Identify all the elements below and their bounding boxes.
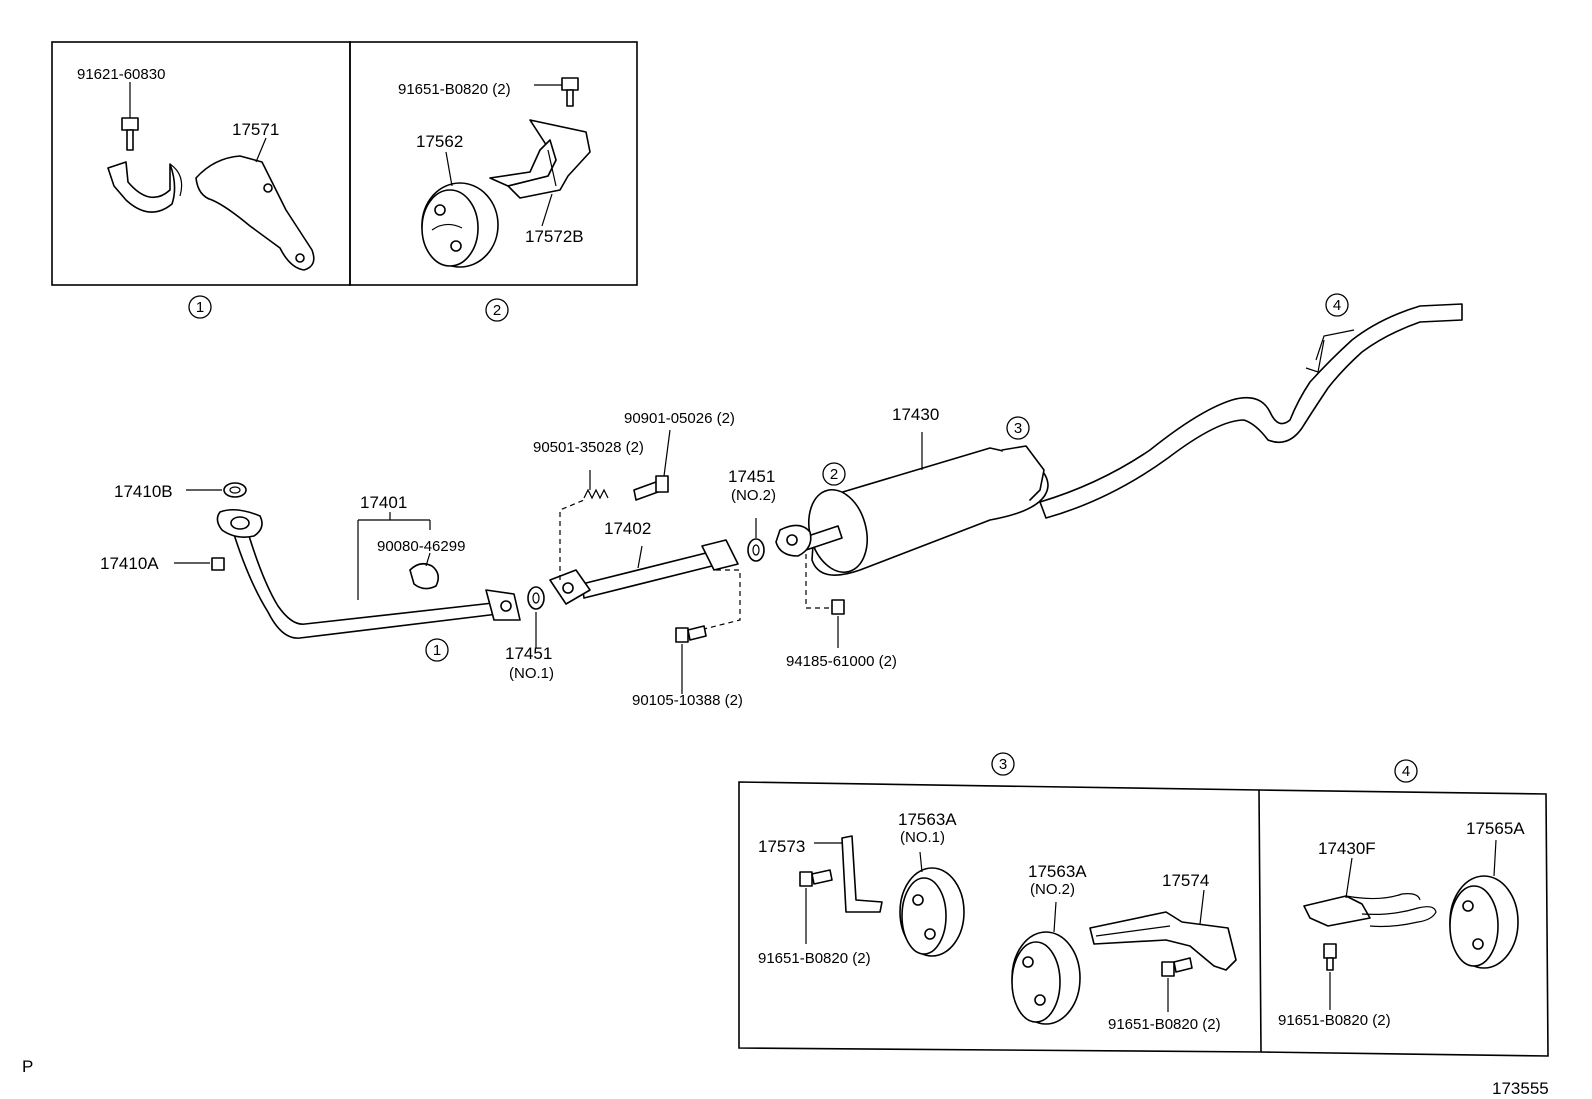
nut-17410A-icon xyxy=(174,557,225,571)
label-17451-no2: 17451 xyxy=(728,467,775,486)
muffler-17430-icon xyxy=(775,303,1463,576)
label-90901-05026: 90901-05026 (2) xyxy=(624,410,735,427)
label-91621-60830: 91621-60830 xyxy=(77,66,165,83)
bracket-17574-icon xyxy=(1089,889,1237,971)
bolt-91651-B0820-icon xyxy=(534,77,579,107)
gasket-17451-no2-icon xyxy=(747,518,765,562)
svg-text:4: 4 xyxy=(1402,763,1410,780)
label-17451-no1-sub: (NO.1) xyxy=(509,665,554,682)
label-90080-46299: 90080-46299 xyxy=(377,538,465,555)
inset-4-ref: 4 xyxy=(1394,759,1418,783)
dash-spring xyxy=(559,499,585,580)
inset-3: 17573 91651-B0820 (2) 17563A (NO.1) 1756… xyxy=(738,781,1262,1053)
gasket-17410B-icon xyxy=(186,482,247,498)
label-17402: 17402 xyxy=(604,519,651,538)
label-17563A-no1: 17563A xyxy=(898,810,957,829)
inset-1: 91621-60830 17571 xyxy=(51,41,351,286)
label-91651-B0820-inset3-left: 91651-B0820 (2) xyxy=(758,950,871,967)
svg-text:1: 1 xyxy=(433,642,441,659)
figure-number: 173555 xyxy=(1492,1079,1549,1098)
label-17572B: 17572B xyxy=(525,227,584,246)
callout-1: 1 xyxy=(425,638,449,662)
label-94185-61000: 94185-61000 (2) xyxy=(786,653,897,670)
bracket-17571-icon xyxy=(195,155,315,271)
svg-text:3: 3 xyxy=(1014,420,1022,437)
clamp-icon xyxy=(107,161,183,213)
inset-2: 91651-B0820 (2) 17562 17572B xyxy=(349,41,638,286)
bracket-17573-icon xyxy=(814,835,883,913)
svg-text:2: 2 xyxy=(493,302,501,319)
inset-2-ref: 2 xyxy=(485,298,509,322)
rubber-hanger-17562-icon xyxy=(421,182,499,268)
bolt-91621-60830-icon xyxy=(121,82,139,151)
label-17451-no2-sub: (NO.2) xyxy=(731,487,776,504)
label-91651-B0820-inset2: 91651-B0820 (2) xyxy=(398,81,511,98)
front-pipe-17401-icon xyxy=(216,508,521,639)
svg-text:2: 2 xyxy=(830,466,838,483)
label-91651-B0820-inset4: 91651-B0820 (2) xyxy=(1278,1012,1391,1029)
spring-90501-35028-icon xyxy=(583,470,609,500)
label-17410A: 17410A xyxy=(100,554,159,573)
label-17562: 17562 xyxy=(416,132,463,151)
label-90501-35028: 90501-35028 (2) xyxy=(533,439,644,456)
callout-3: 3 xyxy=(1006,416,1030,440)
callout-2: 2 xyxy=(822,462,846,486)
label-17430: 17430 xyxy=(892,405,939,424)
inset-1-ref: 1 xyxy=(188,295,212,319)
leader-17401 xyxy=(357,512,431,600)
label-17573: 17573 xyxy=(758,837,805,856)
bolt-91651-right-icon xyxy=(1161,957,1193,1012)
label-17563A-no2: 17563A xyxy=(1028,862,1087,881)
label-17574: 17574 xyxy=(1162,871,1209,890)
label-17571: 17571 xyxy=(232,120,279,139)
dash-bolt-center xyxy=(699,569,741,631)
label-17410B: 17410B xyxy=(114,482,173,501)
gasket-17451-no1-icon xyxy=(527,586,545,648)
label-91651-B0820-inset3-right: 91651-B0820 (2) xyxy=(1108,1016,1221,1033)
nut-94185-61000-icon xyxy=(831,599,845,648)
svg-text:3: 3 xyxy=(999,756,1007,773)
svg-text:4: 4 xyxy=(1333,297,1341,314)
inset-4: 17430F 17565A 91651-B0820 (2) xyxy=(1258,789,1549,1057)
clamp-90080-46299-icon xyxy=(409,552,440,590)
corner-letter: P xyxy=(22,1057,33,1076)
center-pipe-17402-icon xyxy=(549,539,739,605)
label-17451-no1: 17451 xyxy=(505,644,552,663)
bolt-90901-05026-icon xyxy=(633,429,671,501)
label-17430F: 17430F xyxy=(1318,839,1376,858)
label-17401: 17401 xyxy=(360,493,407,512)
rubber-hanger-17563A-no1-icon xyxy=(899,851,965,957)
svg-text:1: 1 xyxy=(196,299,204,316)
bracket-17572B-icon xyxy=(489,119,591,199)
callout-4: 4 xyxy=(1325,293,1349,317)
bolt-90105-10388-icon xyxy=(675,625,707,694)
label-17565A: 17565A xyxy=(1466,819,1525,838)
bolt-91651-left-icon xyxy=(799,869,833,944)
label-17563A-no1-sub: (NO.1) xyxy=(900,829,945,846)
bolt-91651-inset4-icon xyxy=(1323,943,1337,1010)
dash-nut-rear xyxy=(805,554,830,609)
label-17563A-no2-sub: (NO.2) xyxy=(1030,881,1075,898)
label-90105-10388: 90105-10388 (2) xyxy=(632,692,743,709)
rubber-hanger-17565A-icon xyxy=(1449,839,1519,969)
rubber-hanger-17563A-no2-icon xyxy=(1011,901,1081,1025)
inset-3-ref: 3 xyxy=(991,752,1015,776)
bracket-17430F-icon xyxy=(1303,857,1437,928)
tail-hanger-icon xyxy=(1305,329,1355,373)
